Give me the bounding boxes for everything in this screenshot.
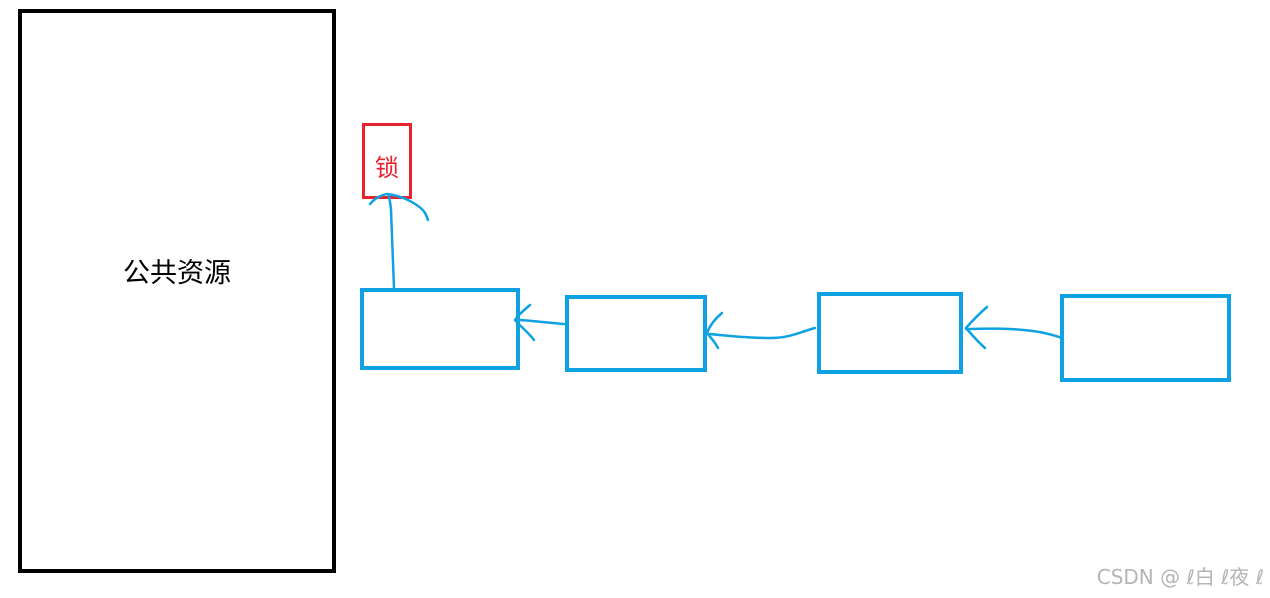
shared-resource-label: 公共资源 bbox=[123, 258, 231, 289]
arrow-node1-to-lock bbox=[386, 192, 396, 290]
arrow-node4-to-node3 bbox=[964, 327, 1064, 340]
arrow-node3-to-node2 bbox=[708, 326, 817, 340]
shared-resource-box: 公共资源 bbox=[18, 9, 336, 573]
arrow-node2-to-node1 bbox=[518, 318, 566, 326]
queue-node-1 bbox=[360, 288, 520, 370]
arrow-head-node3 bbox=[964, 305, 989, 350]
lock-box: 锁 bbox=[362, 123, 412, 199]
watermark: CSDN @ ℓ白 ℓ夜 ℓ bbox=[1096, 565, 1264, 589]
queue-node-3 bbox=[817, 292, 963, 374]
arrow-head-node2 bbox=[705, 311, 724, 350]
lock-label: 锁 bbox=[375, 154, 399, 182]
arrow-head-node1 bbox=[513, 303, 536, 342]
queue-node-4 bbox=[1060, 294, 1231, 382]
queue-node-2 bbox=[565, 295, 707, 372]
